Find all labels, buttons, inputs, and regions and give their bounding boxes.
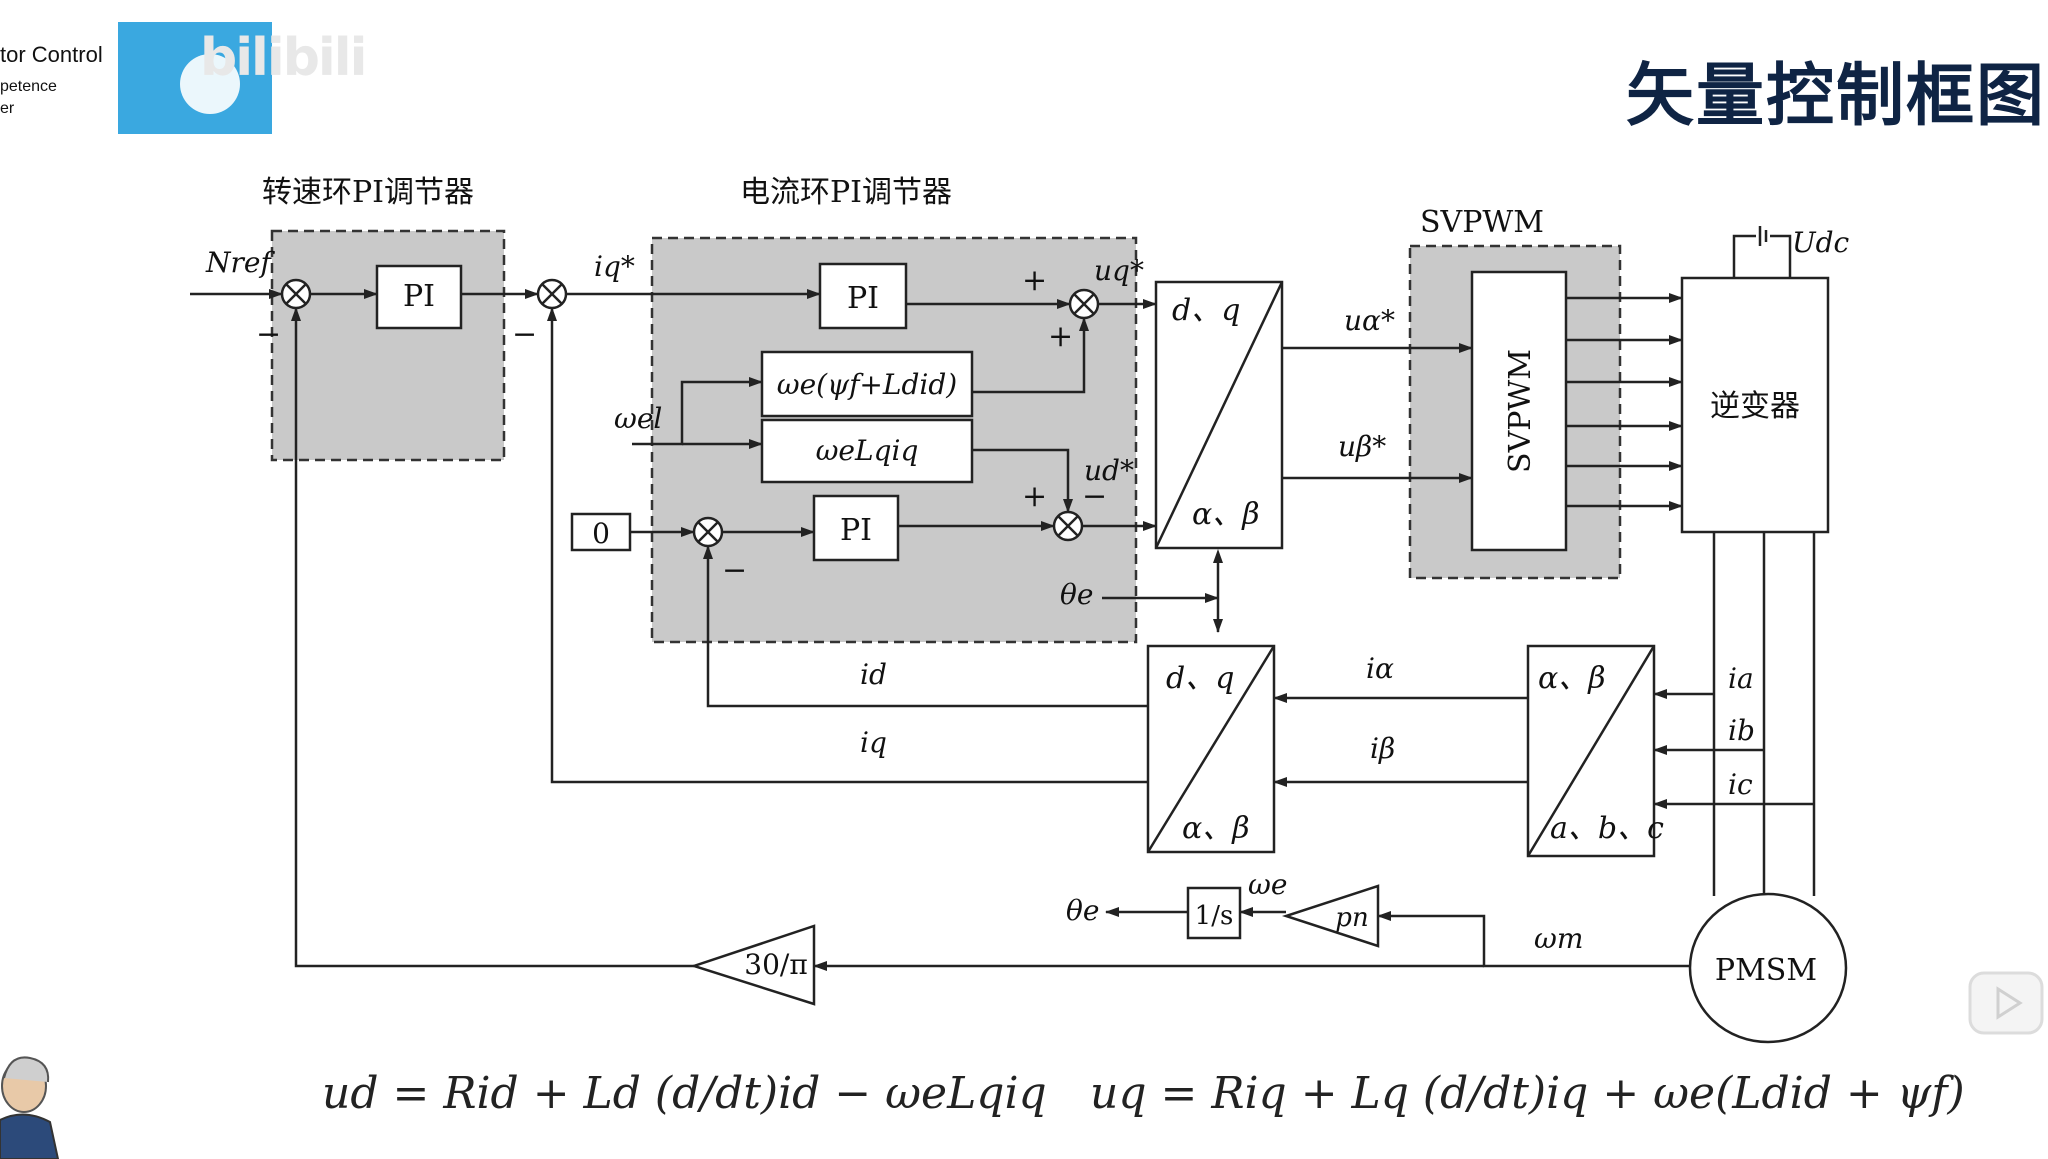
ud-star-label: ud* <box>1084 454 1134 487</box>
inverse-park-ab-label: α、β <box>1192 497 1260 532</box>
avatar <box>0 1056 60 1159</box>
decouple-d-block <box>760 418 974 484</box>
minus-ud-sign: − <box>1082 479 1107 514</box>
udc-label: Udc <box>1792 226 1850 259</box>
u-alpha-label: uα* <box>1344 304 1395 337</box>
plus-uq2-sign: + <box>1048 319 1073 354</box>
svpwm-block <box>1470 270 1568 552</box>
speed-pi-block <box>375 264 463 330</box>
current-loop-label: 电流环PI调节器 <box>740 175 952 210</box>
inverter-label: 逆变器 <box>1710 389 1800 424</box>
watermark: bilibili <box>200 28 367 88</box>
u-beta-label: uβ* <box>1338 430 1386 463</box>
sum-speed <box>280 278 312 310</box>
zero-label: 0 <box>592 517 610 550</box>
gain-30-pi-label: 30/π <box>744 948 807 981</box>
play-icon[interactable] <box>1966 965 2046 1039</box>
sum-id <box>692 516 724 548</box>
zero-ref-block <box>570 512 632 552</box>
logo-badge <box>118 22 272 134</box>
omega-el-label: ωel <box>614 402 662 435</box>
omega-e-label: ωe <box>1248 868 1287 901</box>
integrator-label: 1/s <box>1195 901 1234 931</box>
id-pi-label: PI <box>840 513 872 548</box>
id-pi-block <box>812 494 900 562</box>
iq-pi-block <box>818 262 908 330</box>
logo-emblem-icon <box>180 54 240 114</box>
id-feedback-label: id <box>860 658 887 691</box>
plus-uq-sign: + <box>1022 263 1047 298</box>
svpwm-region-label: SVPWM <box>1420 205 1544 240</box>
speed-loop-label: 转速环PI调节器 <box>262 175 474 210</box>
ib-label: ib <box>1728 714 1755 747</box>
plus-ud-sign: + <box>1022 479 1047 514</box>
speed-pi-label: PI <box>403 279 435 314</box>
decouple-q-block <box>760 350 974 418</box>
page-title: 矢量控制框图 <box>1625 57 2046 136</box>
i-beta-label: iβ <box>1370 732 1395 765</box>
pmsm-label: PMSM <box>1715 953 1817 988</box>
iq-feedback-label: iq <box>860 726 887 759</box>
minus-iq-sign: − <box>512 317 537 352</box>
theta-e-label: θe <box>1060 578 1093 611</box>
inverse-park-dq-label: d、q <box>1172 293 1240 328</box>
clarke-abc-label: a、b、c <box>1550 811 1664 846</box>
theta-e-out-label: θe <box>1066 894 1099 927</box>
minus-speed-sign: − <box>256 317 281 352</box>
minus-id-sign: − <box>722 553 747 588</box>
decouple-d-label: ωeLqiq <box>816 434 919 467</box>
integrator-block <box>1186 886 1242 940</box>
sum-iq <box>536 278 568 310</box>
svpwm-block-label: SVPWM <box>1503 349 1538 473</box>
clarke-ab-label: α、β <box>1538 661 1606 696</box>
formula-uq: uq = Riq + Lq (d/dt)iq + ωe(Ldid + ψf) <box>1090 1068 1965 1119</box>
pn-gain-label: pn <box>1335 903 1368 933</box>
sum-uq <box>1068 288 1100 320</box>
iq-star-label: iq* <box>594 250 635 283</box>
sum-ud <box>1052 510 1084 542</box>
park-ab-label: α、β <box>1182 811 1250 846</box>
iq-pi-label: PI <box>847 281 879 316</box>
i-alpha-label: iα <box>1366 652 1394 685</box>
uq-star-label: uq* <box>1094 254 1144 287</box>
ic-label: ic <box>1728 768 1753 801</box>
logo-subtext: petence <box>0 78 57 95</box>
logo: tor Control petence er <box>0 22 280 134</box>
omega-m-label: ωm <box>1534 922 1583 955</box>
logo-text: tor Control <box>0 42 103 67</box>
decouple-q-label: ωe(ψf+Ldid) <box>777 368 957 401</box>
nref-label: Nref <box>205 246 275 279</box>
pmsm-motor <box>1688 892 1848 1044</box>
park-dq-label: d、q <box>1166 661 1234 696</box>
formula-ud: ud = Rid + Ld (d/dt)id − ωeLqiq <box>322 1068 1047 1119</box>
logo-subtext: er <box>0 100 15 117</box>
ia-label: ia <box>1728 662 1754 695</box>
inverter-block <box>1680 276 1830 534</box>
